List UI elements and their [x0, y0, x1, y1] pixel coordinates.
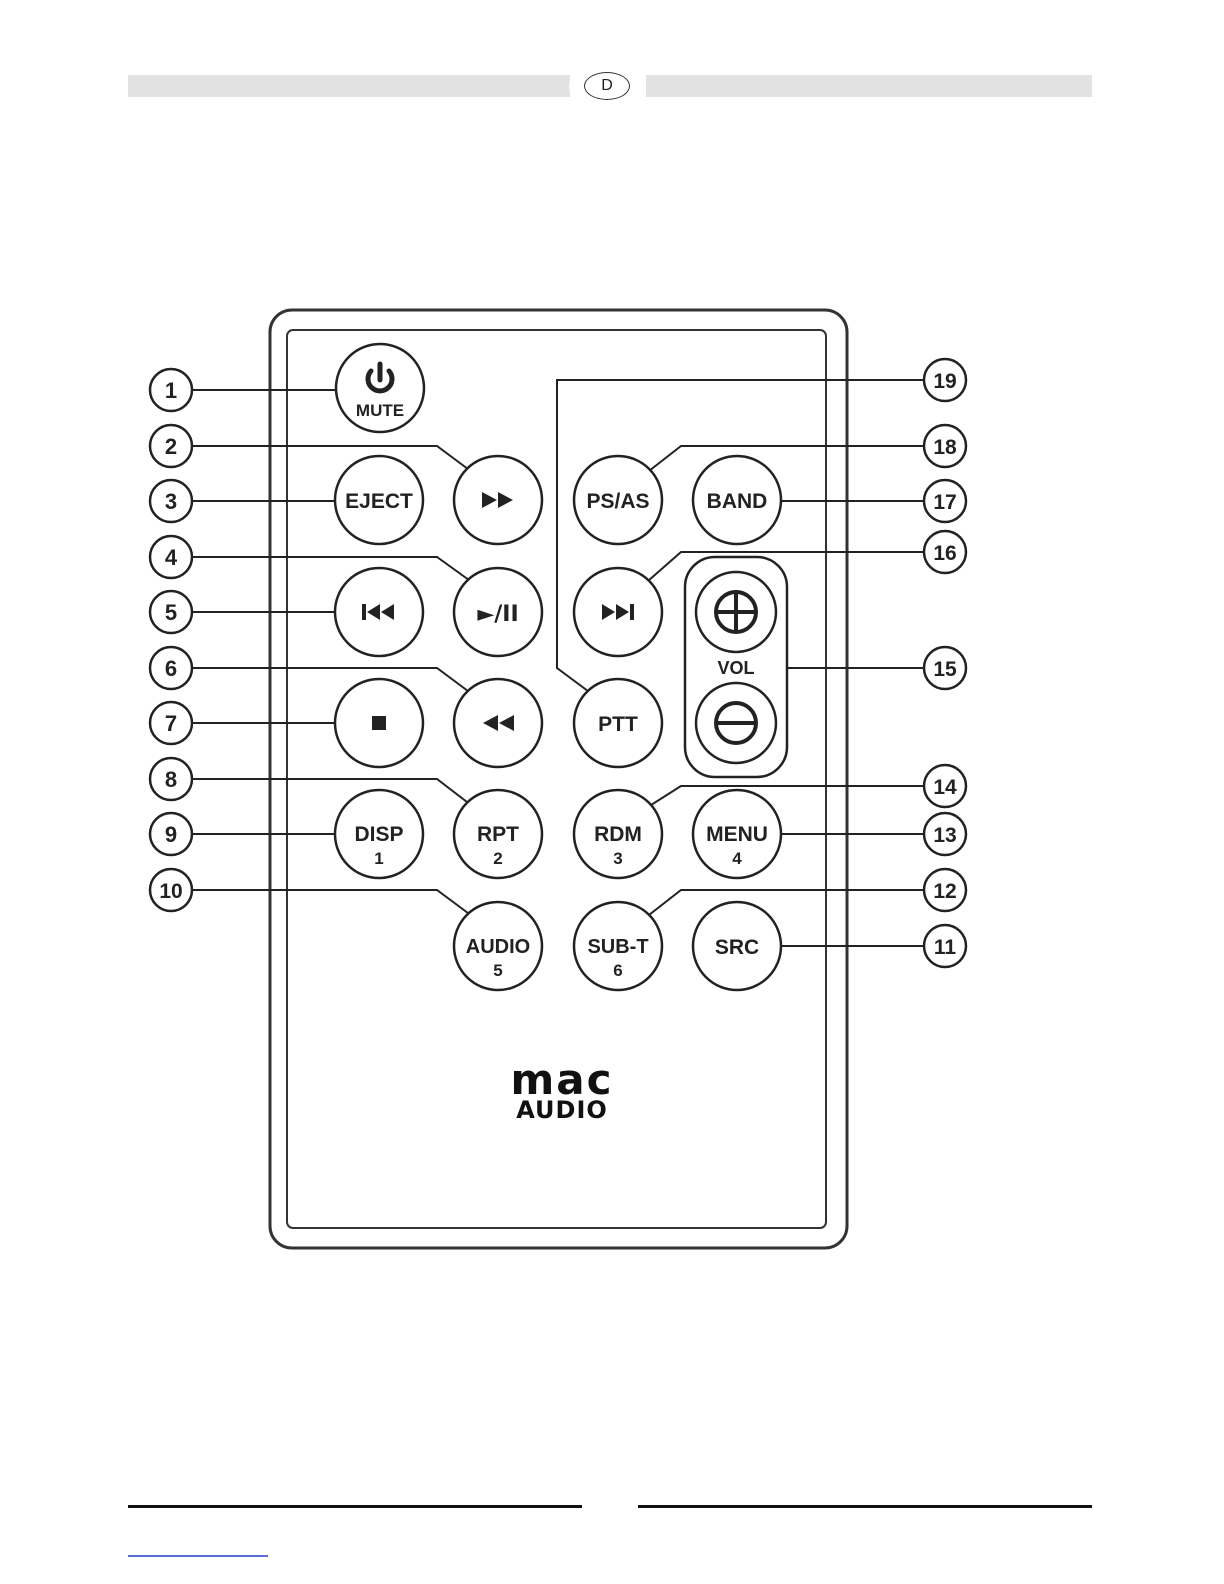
audio-button[interactable]: AUDIO 5: [454, 902, 542, 990]
rpt-button[interactable]: RPT 2: [454, 790, 542, 878]
volume-group-label: VOL: [717, 658, 754, 678]
callout-2: 2: [150, 425, 192, 467]
callout-17: 17: [924, 480, 966, 522]
menu-button[interactable]: MENU 4: [693, 790, 781, 878]
menu-number: 4: [732, 849, 742, 868]
callout-number: 19: [933, 370, 956, 393]
rdm-number: 3: [613, 849, 622, 868]
footer-link-underline[interactable]: [128, 1555, 268, 1557]
play-pause-label: ►/II: [477, 602, 518, 627]
footer-rule-left: [128, 1505, 582, 1508]
eject-label: EJECT: [345, 490, 413, 513]
callout-14: 14: [924, 765, 966, 807]
disp-button[interactable]: DISP 1: [335, 790, 423, 878]
callout-number: 14: [933, 776, 957, 799]
ptt-button[interactable]: PTT: [574, 679, 662, 767]
rdm-label: RDM: [594, 823, 642, 846]
rpt-label: RPT: [477, 823, 519, 846]
sub-t-number: 6: [613, 961, 622, 980]
callout-number: 3: [165, 489, 177, 514]
eject-button[interactable]: EJECT: [335, 456, 423, 544]
fast-forward-button[interactable]: [454, 456, 542, 544]
callout-3: 3: [150, 480, 192, 522]
next-button[interactable]: [574, 568, 662, 656]
footer-rule-right: [638, 1505, 1092, 1508]
callout-number: 8: [165, 767, 177, 792]
audio-number: 5: [493, 961, 502, 980]
callout-12: 12: [924, 869, 966, 911]
stop-icon: [372, 716, 386, 730]
plus-icon: [716, 592, 756, 632]
mac-audio-logo: mac AUDIO: [510, 1055, 613, 1124]
callout-number: 6: [165, 656, 177, 681]
callout-4: 4: [150, 536, 192, 578]
rdm-button[interactable]: RDM 3: [574, 790, 662, 878]
callout-11: 11: [924, 925, 966, 967]
callout-number: 18: [933, 436, 957, 459]
src-button[interactable]: SRC: [693, 902, 781, 990]
callout-number: 12: [933, 880, 956, 903]
callout-7: 7: [150, 702, 192, 744]
callout-number: 15: [933, 658, 957, 681]
callout-15: 15: [924, 647, 966, 689]
rewind-button[interactable]: [454, 679, 542, 767]
callout-number: 13: [933, 824, 956, 847]
disp-label: DISP: [354, 823, 403, 846]
previous-button[interactable]: [335, 568, 423, 656]
callout-number: 4: [165, 545, 178, 570]
callout-number: 16: [933, 542, 956, 565]
ps-as-button[interactable]: PS/AS: [574, 456, 662, 544]
callout-number: 5: [165, 600, 177, 625]
callout-8: 8: [150, 758, 192, 800]
audio-label: AUDIO: [466, 936, 530, 958]
callout-number: 11: [934, 936, 957, 959]
callout-6: 6: [150, 647, 192, 689]
callout-16: 16: [924, 531, 966, 573]
band-button[interactable]: BAND: [693, 456, 781, 544]
band-label: BAND: [707, 490, 768, 513]
callout-18: 18: [924, 425, 966, 467]
callout-number: 1: [165, 378, 177, 403]
sub-t-label: SUB-T: [587, 936, 648, 958]
ps-as-label: PS/AS: [586, 490, 649, 513]
callout-10: 10: [150, 869, 192, 911]
callout-19: 19: [924, 359, 966, 401]
callout-number: 2: [165, 434, 177, 459]
callout-number: 9: [165, 822, 177, 847]
volume-down-button[interactable]: [696, 683, 776, 763]
sub-t-button[interactable]: SUB-T 6: [574, 902, 662, 990]
stop-button[interactable]: [335, 679, 423, 767]
volume-up-button[interactable]: [696, 572, 776, 652]
power-mute-button[interactable]: MUTE: [336, 344, 424, 432]
callout-number: 17: [933, 491, 956, 514]
mute-label: MUTE: [356, 401, 404, 420]
callout-number: 10: [159, 880, 182, 903]
callout-number: 7: [165, 711, 177, 736]
logo-line2: AUDIO: [516, 1096, 608, 1124]
menu-label: MENU: [706, 823, 768, 846]
callout-1: 1: [150, 369, 192, 411]
disp-number: 1: [374, 849, 383, 868]
rpt-number: 2: [493, 849, 502, 868]
ptt-label: PTT: [598, 713, 638, 736]
callout-5: 5: [150, 591, 192, 633]
callout-9: 9: [150, 813, 192, 855]
src-label: SRC: [715, 936, 759, 959]
play-pause-button[interactable]: ►/II: [454, 568, 542, 656]
callout-13: 13: [924, 813, 966, 855]
